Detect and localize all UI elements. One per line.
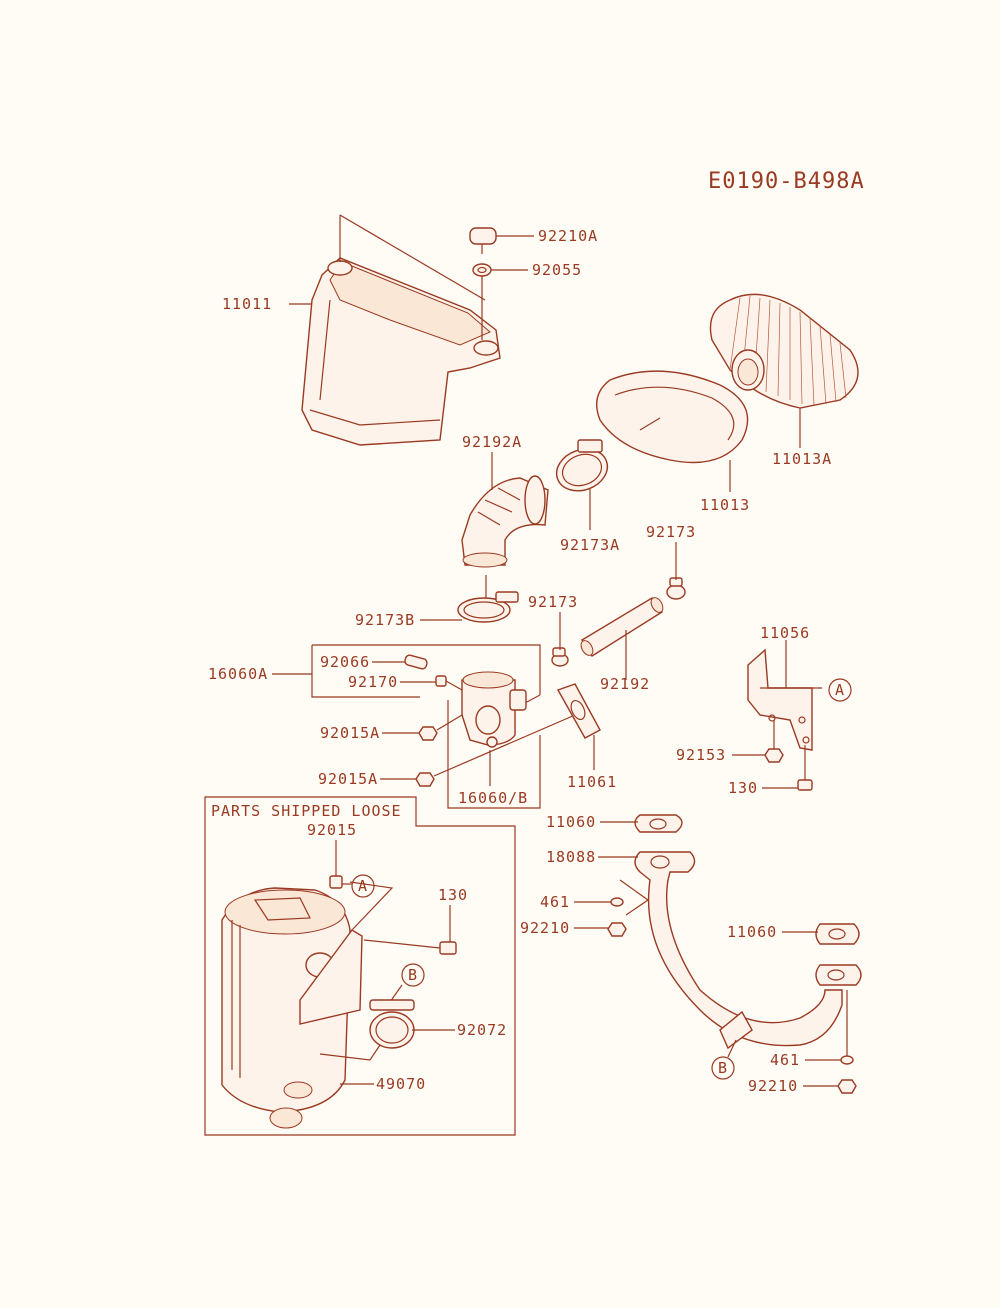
callout-B-box-circle <box>401 963 425 987</box>
label-11060-lower: 11060 <box>727 923 777 941</box>
label-16060B: 16060/B <box>458 789 528 807</box>
label-92015A-upper: 92015A <box>320 724 380 742</box>
gasket-11061[interactable] <box>556 683 601 739</box>
muffler-bracket-11056[interactable] <box>747 648 822 751</box>
muffler-clamp-92072[interactable] <box>369 999 415 1049</box>
label-92153: 92153 <box>676 746 726 764</box>
diagram-code: E0190-B498A <box>708 169 865 194</box>
label-461-lower: 461 <box>770 1051 800 1069</box>
air-filter-element-11013A[interactable] <box>709 293 859 409</box>
label-11060-upper: 11060 <box>546 813 596 831</box>
nut-92210-lower[interactable] <box>837 1079 857 1094</box>
knob-92210A[interactable] <box>469 227 497 254</box>
callout-A-right: A <box>835 681 845 699</box>
label-11056: 11056 <box>760 624 810 642</box>
gasket-11060-upper[interactable] <box>634 814 683 833</box>
breather-hose-92192[interactable] <box>579 596 666 658</box>
label-11013: 11013 <box>700 496 750 514</box>
label-92173-top: 92173 <box>646 523 696 541</box>
callout-A-right-circle <box>828 678 852 702</box>
label-92170: 92170 <box>348 673 398 691</box>
label-92210-upper: 92210 <box>520 919 570 937</box>
label-92192A: 92192A <box>462 433 522 451</box>
washer-461-lower[interactable] <box>840 990 854 1065</box>
label-92015: 92015 <box>307 821 357 839</box>
callout-B-pipe: B <box>718 1059 728 1077</box>
washer-461-upper[interactable] <box>610 897 624 907</box>
label-92015A-lower: 92015A <box>318 770 378 788</box>
inlet-pipe-16060[interactable] <box>461 671 527 748</box>
callout-A-box: A <box>358 877 368 895</box>
elbow-hose-92192A[interactable] <box>461 475 549 568</box>
hose-clamp-92173B[interactable] <box>457 591 519 623</box>
label-92055: 92055 <box>532 261 582 279</box>
label-11013A: 11013A <box>772 450 832 468</box>
loose-box-title: PARTS SHIPPED LOOSE <box>211 802 402 820</box>
air-cleaner-cover-11011[interactable] <box>301 214 501 446</box>
label-92173-mid: 92173 <box>528 593 578 611</box>
muffler-plate <box>299 929 363 1025</box>
pre-cleaner-11013[interactable] <box>596 370 749 464</box>
bolt-130-right[interactable] <box>797 745 813 791</box>
hose-clamp-92173-mid[interactable] <box>551 647 569 667</box>
callout-B-box: B <box>408 966 418 984</box>
label-92210-lower: 92210 <box>748 1077 798 1095</box>
parts-shipped-loose-box <box>204 796 516 1136</box>
label-461-upper: 461 <box>540 893 570 911</box>
hose-clamp-92173A[interactable] <box>551 439 614 498</box>
pipe-92066[interactable] <box>404 654 428 670</box>
label-130-right: 130 <box>728 779 758 797</box>
label-92210A: 92210A <box>538 227 598 245</box>
bolt-130-box[interactable] <box>363 939 457 955</box>
label-92192: 92192 <box>600 675 650 693</box>
gasket-11060-lower[interactable] <box>815 923 860 945</box>
nut-92015A-upper[interactable] <box>418 714 463 741</box>
label-92072: 92072 <box>457 1021 507 1039</box>
label-11061: 11061 <box>567 773 617 791</box>
label-92173A: 92173A <box>560 536 620 554</box>
label-49070: 49070 <box>376 1075 426 1093</box>
label-11011: 11011 <box>222 295 272 313</box>
hose-clamp-92173-top[interactable] <box>666 577 686 600</box>
nut-92015A-lower[interactable] <box>415 714 576 787</box>
label-92066: 92066 <box>320 653 370 671</box>
nut-92210-upper[interactable] <box>607 922 627 937</box>
fitting-92170[interactable] <box>435 675 463 691</box>
muffler-49070[interactable] <box>221 887 351 1129</box>
label-130-box: 130 <box>438 886 468 904</box>
screw-92015[interactable] <box>329 840 343 889</box>
label-18088: 18088 <box>546 848 596 866</box>
nut-92153[interactable] <box>764 720 784 763</box>
label-16060A: 16060A <box>208 665 268 683</box>
exhaust-pipe-18088[interactable] <box>634 851 862 1050</box>
label-92173B: 92173B <box>355 611 415 629</box>
callout-B-pipe-circle <box>711 1056 735 1080</box>
washer-92055[interactable] <box>472 263 492 277</box>
